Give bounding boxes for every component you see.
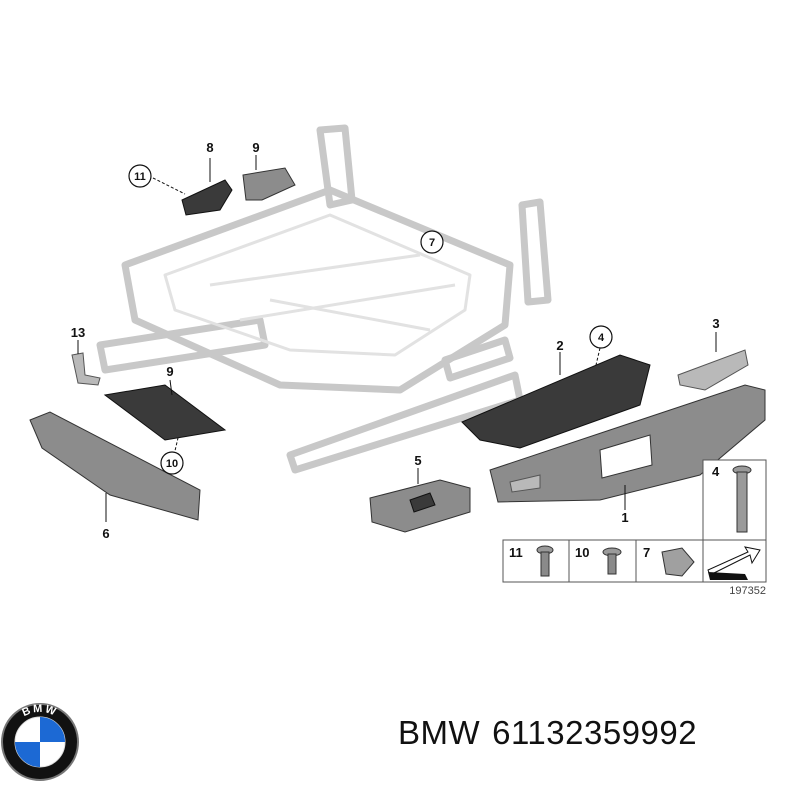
brand-name: BMW xyxy=(398,714,481,751)
callout-5: 5 xyxy=(414,453,421,468)
part-6-trim xyxy=(29,411,201,522)
part-5-switch xyxy=(369,468,471,533)
part-9-lower-plate xyxy=(103,379,227,456)
callout-9-lower: 9 xyxy=(166,364,173,379)
table-cell-7-number: 7 xyxy=(643,545,650,560)
callout-7-circled: 7 xyxy=(429,237,435,249)
brand-caption: BMW 61132359992 xyxy=(398,714,709,752)
screw-11-icon xyxy=(536,545,554,577)
table-cell-11-number: 11 xyxy=(509,545,523,560)
callout-11-circled: 11 xyxy=(134,171,146,183)
diagram-reference-number: 197352 xyxy=(729,585,766,597)
table-cell-10-number: 10 xyxy=(575,545,589,560)
part-1-side-panel xyxy=(489,384,766,510)
callout-13: 13 xyxy=(71,325,85,340)
part-3-end-cap xyxy=(677,332,749,391)
screw-10-icon xyxy=(602,547,622,575)
part-2-bracket xyxy=(461,347,651,449)
callout-labels: 8 9 13 9 6 5 2 3 1 11 7 10 4 xyxy=(71,140,720,541)
callout-3: 3 xyxy=(712,316,719,331)
clip-7-icon xyxy=(661,547,695,577)
table-cell-4-number: 4 xyxy=(712,464,720,479)
arrow-icon xyxy=(707,546,761,580)
svg-text:BMW: BMW xyxy=(20,703,59,719)
leader-11-top xyxy=(152,177,186,195)
bmw-logo: BMW xyxy=(1,703,79,781)
part-9-upper-cap xyxy=(242,155,296,201)
fastener-table: 4 11 10 7 197352 xyxy=(502,459,767,597)
callout-9-upper: 9 xyxy=(252,140,259,155)
bolt-icon xyxy=(732,465,752,533)
part-13-clip xyxy=(71,340,101,386)
callout-4-circled: 4 xyxy=(598,332,605,344)
callout-2: 2 xyxy=(556,338,563,353)
seat-frame xyxy=(96,124,552,474)
callout-6: 6 xyxy=(102,526,109,541)
callout-10-circled: 10 xyxy=(166,458,178,470)
part-number: 61132359992 xyxy=(492,714,698,751)
callout-8: 8 xyxy=(206,140,213,155)
callout-1: 1 xyxy=(621,510,628,525)
part-8-bracket xyxy=(181,158,233,216)
